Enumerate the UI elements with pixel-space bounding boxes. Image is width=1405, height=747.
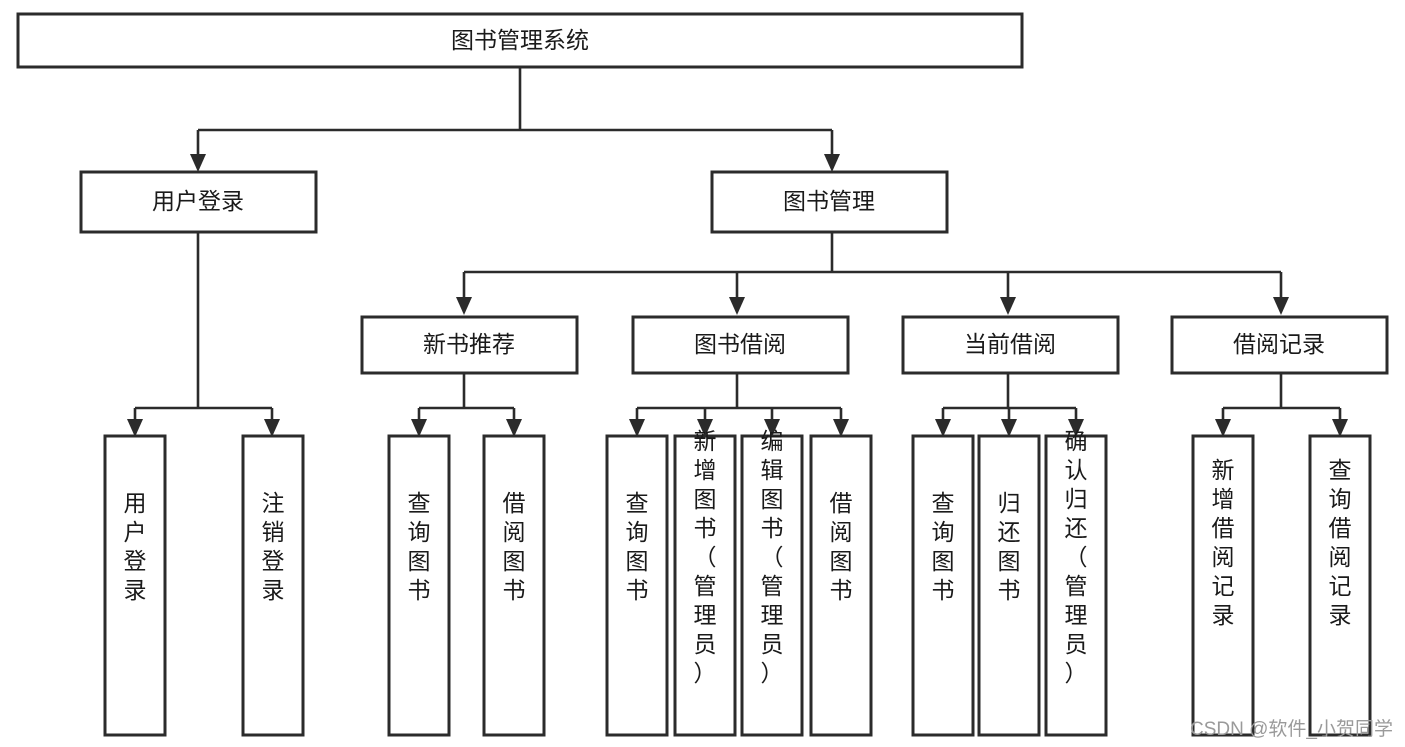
arrow-icon xyxy=(824,154,840,172)
node-new-book-rec[interactable]: 新书推荐 xyxy=(360,315,579,375)
arrow-icon xyxy=(1001,419,1017,437)
arrow-icon xyxy=(1215,419,1231,437)
arrow-icon xyxy=(629,419,645,437)
node-leaf-logout-label: 注销登录 xyxy=(262,490,285,603)
csdn-watermark: CSDN @软件_小贺同学 xyxy=(1190,719,1393,740)
connector-bookborrow-to-leaves xyxy=(629,373,849,437)
arrow-icon xyxy=(1332,419,1348,437)
node-leaf-borrow-book-1-label: 借阅图书 xyxy=(503,490,526,603)
node-user-login-label: 用户登录 xyxy=(152,188,244,214)
node-leaf-edit-book[interactable]: 编辑图书（管理员） xyxy=(740,428,804,737)
node-book-manage[interactable]: 图书管理 xyxy=(710,170,949,234)
node-leaf-user-login[interactable]: 用户登录 xyxy=(103,434,167,737)
node-leaf-return-book-label: 归还图书 xyxy=(998,490,1021,603)
node-leaf-borrow-book-2[interactable]: 借阅图书 xyxy=(809,434,873,737)
node-leaf-query-book-2-label: 查询图书 xyxy=(626,490,649,603)
node-leaf-add-record[interactable]: 新增借阅记录 xyxy=(1191,434,1255,737)
arrow-icon xyxy=(411,419,427,437)
node-leaf-edit-book-label: 编辑图书（管理员） xyxy=(761,428,784,686)
node-leaf-confirm-return[interactable]: 确认归还（管理员） xyxy=(1044,428,1108,737)
node-borrow-record-label: 借阅记录 xyxy=(1233,331,1325,357)
arrow-icon xyxy=(729,297,745,315)
node-book-manage-label: 图书管理 xyxy=(783,188,875,214)
node-leaf-confirm-return-label: 确认归还（管理员） xyxy=(1065,428,1088,686)
node-leaf-query-record-label: 查询借阅记录 xyxy=(1329,457,1352,628)
connector-userlogin-to-leaves xyxy=(127,232,280,437)
arrow-icon xyxy=(1000,297,1016,315)
node-current-borrow[interactable]: 当前借阅 xyxy=(901,315,1120,375)
arrow-icon xyxy=(456,297,472,315)
arrow-icon xyxy=(935,419,951,437)
node-leaf-add-book[interactable]: 新增图书（管理员） xyxy=(673,428,737,737)
node-leaf-add-record-label: 新增借阅记录 xyxy=(1212,457,1235,628)
arrow-icon xyxy=(127,419,143,437)
node-user-login[interactable]: 用户登录 xyxy=(79,170,318,234)
connector-currentborrow-to-leaves xyxy=(935,373,1084,437)
node-book-borrow-label: 图书借阅 xyxy=(694,331,786,357)
node-leaf-query-record[interactable]: 查询借阅记录 xyxy=(1308,434,1372,737)
node-leaf-query-book-3[interactable]: 查询图书 xyxy=(911,434,975,737)
node-root-label: 图书管理系统 xyxy=(451,27,589,53)
connector-root-to-level2 xyxy=(190,67,840,172)
node-root[interactable]: 图书管理系统 xyxy=(16,12,1024,69)
arrow-icon xyxy=(264,419,280,437)
node-current-borrow-label: 当前借阅 xyxy=(964,331,1056,357)
node-new-book-rec-label: 新书推荐 xyxy=(423,331,515,357)
arrow-icon xyxy=(1273,297,1289,315)
node-leaf-logout[interactable]: 注销登录 xyxy=(241,434,305,737)
arrow-icon xyxy=(190,154,206,172)
arrow-icon xyxy=(833,419,849,437)
node-leaf-user-login-label: 用户登录 xyxy=(124,490,147,603)
node-leaf-query-book-1-label: 查询图书 xyxy=(408,490,431,603)
node-leaf-query-book-1[interactable]: 查询图书 xyxy=(387,434,451,737)
node-borrow-record[interactable]: 借阅记录 xyxy=(1170,315,1389,375)
arrow-icon xyxy=(506,419,522,437)
node-book-borrow[interactable]: 图书借阅 xyxy=(631,315,850,375)
node-leaf-return-book[interactable]: 归还图书 xyxy=(977,434,1041,737)
node-leaf-add-book-label: 新增图书（管理员） xyxy=(694,428,717,686)
node-leaf-borrow-book-2-label: 借阅图书 xyxy=(830,490,853,603)
node-leaf-query-book-3-label: 查询图书 xyxy=(932,490,955,603)
connector-newbook-to-leaves xyxy=(411,373,522,437)
node-leaf-borrow-book-1[interactable]: 借阅图书 xyxy=(482,434,546,737)
connector-borrowrecord-to-leaves xyxy=(1215,373,1348,437)
node-leaf-query-book-2[interactable]: 查询图书 xyxy=(605,434,669,737)
connector-bookmanage-to-level3 xyxy=(456,232,1289,315)
